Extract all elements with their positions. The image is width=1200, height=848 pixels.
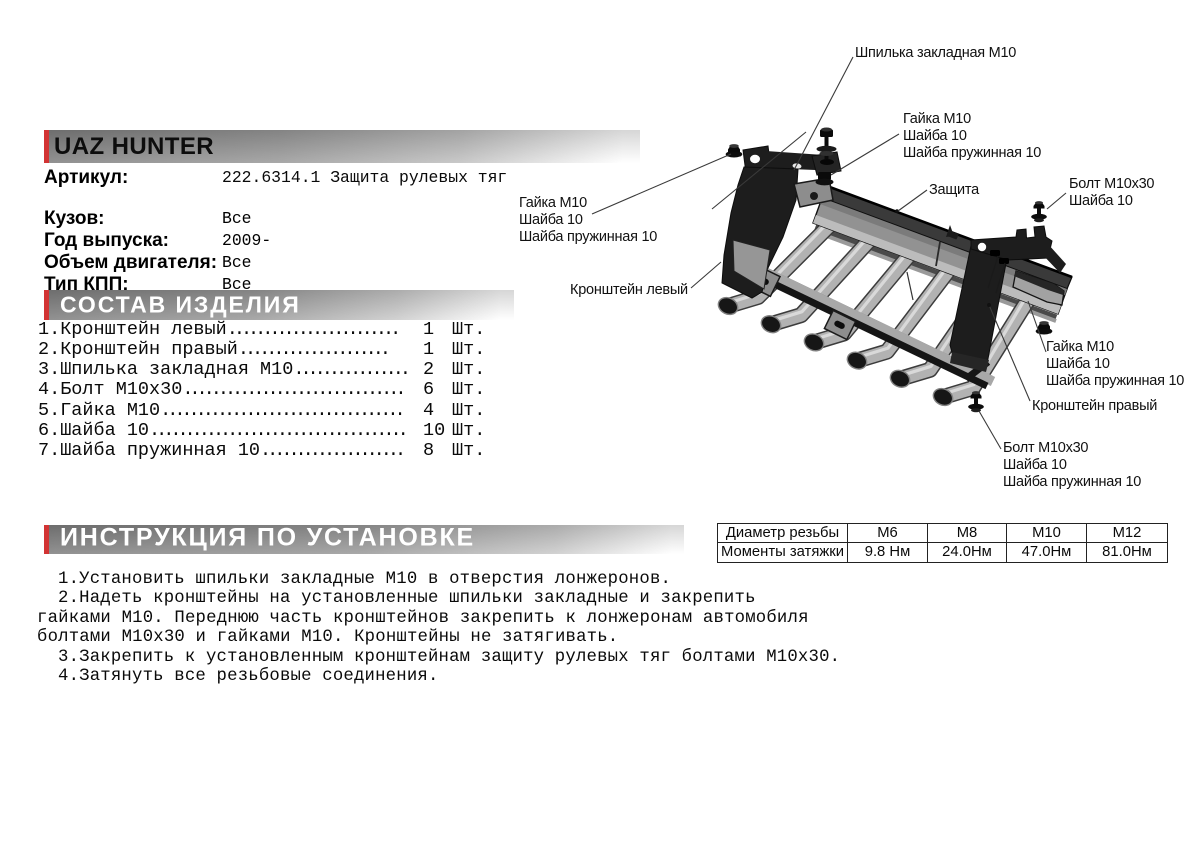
- svg-text:Болт М10х30: Болт М10х30: [1069, 176, 1154, 192]
- svg-text:Гайка М10: Гайка М10: [1046, 339, 1114, 355]
- svg-text:Шайба пружинная 10: Шайба пружинная 10: [1046, 373, 1184, 389]
- svg-text:Шайба пружинная 10: Шайба пружинная 10: [903, 145, 1041, 161]
- svg-text:Шпилька закладная М10: Шпилька закладная М10: [855, 45, 1016, 61]
- svg-text:Защита: Защита: [929, 182, 980, 198]
- svg-text:Шайба пружинная 10: Шайба пружинная 10: [519, 229, 657, 245]
- svg-text:Шайба пружинная 10: Шайба пружинная 10: [1003, 474, 1141, 490]
- svg-text:Шайба 10: Шайба 10: [1003, 457, 1067, 473]
- svg-text:Шайба 10: Шайба 10: [1046, 356, 1110, 372]
- svg-text:Шайба 10: Шайба 10: [903, 128, 967, 144]
- svg-text:Кронштейн левый: Кронштейн левый: [570, 282, 688, 298]
- svg-text:Шайба 10: Шайба 10: [519, 212, 583, 228]
- svg-text:Кронштейн правый: Кронштейн правый: [1032, 398, 1157, 414]
- svg-text:Гайка М10: Гайка М10: [519, 195, 587, 211]
- svg-text:Шайба 10: Шайба 10: [1069, 193, 1133, 209]
- svg-text:Болт М10х30: Болт М10х30: [1003, 440, 1088, 456]
- svg-text:Гайка М10: Гайка М10: [903, 111, 971, 127]
